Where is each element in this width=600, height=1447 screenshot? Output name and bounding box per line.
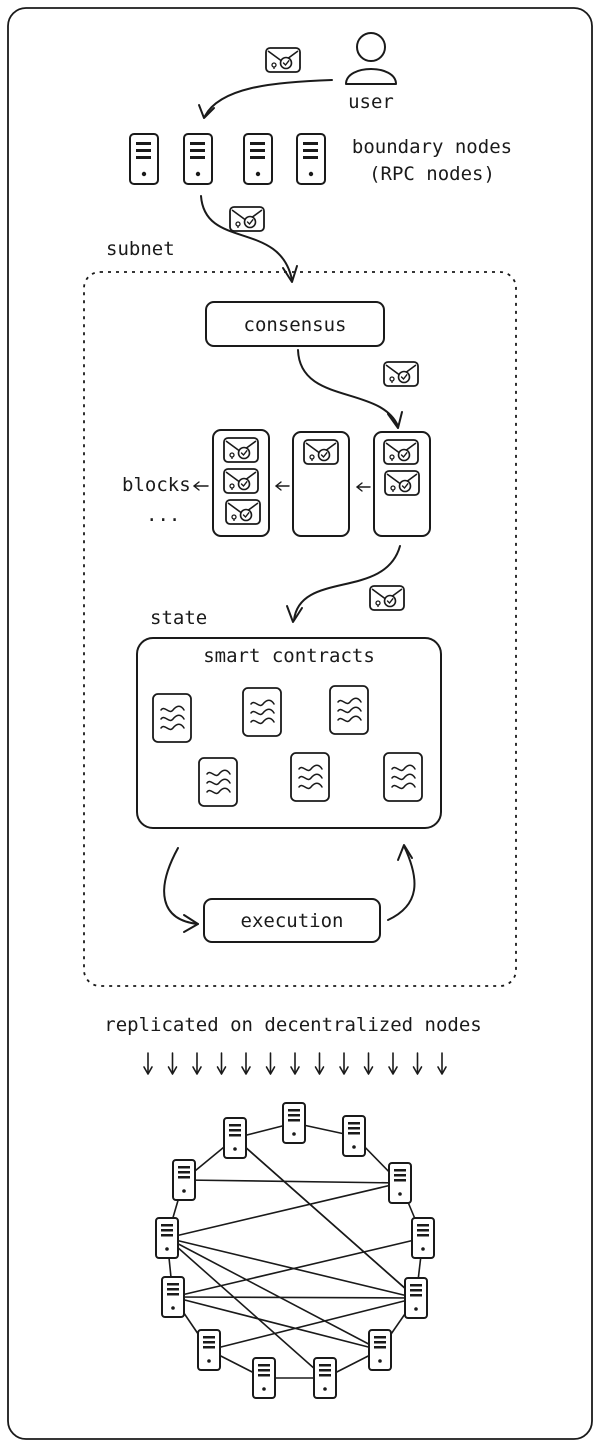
block-card — [373, 431, 431, 537]
envelope-icon — [369, 585, 405, 611]
envelope-icon — [229, 206, 265, 232]
down-arrow-icon — [216, 1052, 227, 1075]
replicated-label: replicated on decentralized nodes — [104, 1014, 482, 1036]
server-icon — [282, 1102, 306, 1144]
arrow-icon — [163, 847, 199, 933]
network-link — [166, 1237, 326, 1379]
network-link — [172, 1296, 417, 1299]
server-icon — [161, 1276, 185, 1318]
server-icon — [296, 133, 326, 185]
server-icon — [155, 1217, 179, 1259]
network-link — [166, 1237, 417, 1299]
server-icon — [342, 1115, 366, 1157]
server-icon — [411, 1217, 435, 1259]
subnet-label: subnet — [106, 238, 175, 260]
execution-box — [203, 898, 381, 943]
network-link — [172, 1296, 381, 1351]
down-arrow-icon — [388, 1052, 398, 1075]
down-arrow-icon — [143, 1052, 153, 1075]
server-icon — [197, 1329, 221, 1371]
network-link — [166, 1237, 381, 1351]
network-nodes — [155, 1102, 435, 1399]
consensus-box — [205, 301, 385, 347]
network-link — [172, 1237, 424, 1298]
server-icon — [223, 1117, 247, 1159]
boundary-node-servers — [129, 133, 326, 185]
user-icon — [345, 32, 397, 85]
down-arrow-icon — [437, 1052, 447, 1075]
network-link — [208, 1297, 417, 1351]
envelope-icon — [303, 439, 339, 465]
arrow-icon — [387, 844, 416, 921]
envelope-icon — [383, 439, 419, 465]
contract-icon — [152, 693, 192, 743]
server-icon — [368, 1329, 392, 1371]
contract-icon — [198, 757, 238, 807]
consensus-label: consensus — [244, 314, 347, 336]
blocks-ellipsis: ... — [146, 504, 180, 526]
down-arrows — [143, 1052, 447, 1075]
network-links — [166, 1122, 424, 1379]
server-icon — [252, 1357, 276, 1399]
state-label: state — [150, 607, 207, 629]
down-arrow-icon — [314, 1052, 325, 1075]
subnet-boundary — [83, 271, 517, 987]
down-arrow-icon — [167, 1052, 178, 1075]
down-arrow-icon — [339, 1052, 349, 1075]
down-arrow-icon — [241, 1052, 251, 1075]
contract-icon — [329, 685, 369, 735]
outer-frame — [7, 7, 593, 1440]
envelope-icon — [223, 468, 259, 494]
down-arrow-icon — [363, 1052, 374, 1075]
server-icon — [172, 1159, 196, 1201]
arrow-icon — [286, 545, 401, 623]
down-arrow-icon — [265, 1052, 276, 1075]
arrow-icon — [297, 349, 403, 429]
contract-icon — [290, 752, 330, 802]
server-icon — [313, 1357, 337, 1399]
smart-contracts-label: smart contracts — [203, 645, 375, 667]
down-arrow-icon — [412, 1052, 423, 1075]
server-icon — [388, 1162, 412, 1204]
boundary-nodes-label: boundary nodes — [352, 136, 512, 158]
contract-icon — [242, 687, 282, 737]
block-card — [292, 431, 350, 537]
block-card — [212, 429, 270, 537]
rpc-nodes-label: (RPC nodes) — [369, 163, 495, 185]
network-link — [166, 1182, 401, 1239]
envelope-icon — [383, 361, 419, 387]
arrow-icon — [198, 79, 333, 119]
envelope-icon — [265, 47, 301, 73]
server-icon — [243, 133, 273, 185]
network-link — [234, 1137, 417, 1299]
server-icon — [129, 133, 159, 185]
server-icon — [404, 1277, 428, 1319]
arrow-icon — [192, 481, 371, 492]
down-arrow-icon — [192, 1052, 202, 1075]
blocks-label: blocks — [122, 474, 191, 496]
network-link — [183, 1179, 401, 1184]
down-arrow-icon — [290, 1052, 300, 1075]
execution-label: execution — [241, 910, 344, 932]
contract-icon — [383, 752, 423, 802]
server-icon — [183, 133, 213, 185]
user-label: user — [348, 91, 394, 113]
envelope-icon — [384, 470, 420, 496]
envelope-icon — [225, 499, 261, 525]
envelope-icon — [223, 437, 259, 463]
